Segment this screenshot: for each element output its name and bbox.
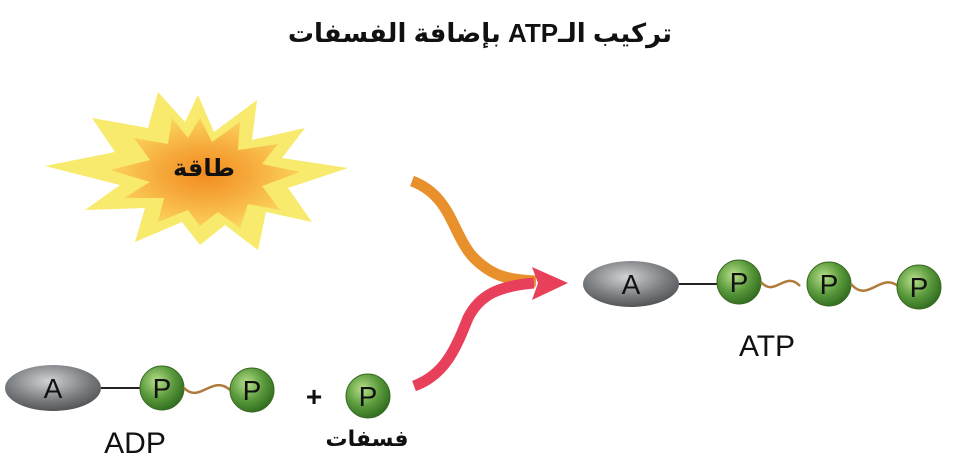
energy-label: طاقة — [173, 155, 235, 182]
adp-phosphate-1-label: P — [153, 373, 172, 404]
adp-phosphate-2 — [229, 367, 275, 413]
atp-adenosine — [583, 261, 679, 307]
atp-phosphate-3-label: P — [910, 272, 929, 303]
atp-adenosine-label: A — [622, 269, 641, 300]
free-phosphate-circle — [345, 373, 391, 419]
adp-phosphate-2-label: P — [243, 375, 262, 406]
arrowhead-icon — [532, 267, 568, 300]
atp-molecule: A P P P ATP — [583, 259, 942, 363]
atp-caption: ATP — [739, 330, 795, 363]
adp-high-energy-bond — [183, 383, 231, 395]
adp-adenosine — [5, 365, 101, 411]
diagram-title: تركيب الـATP بإضافة الفسفات — [287, 18, 673, 48]
adp-caption: ADP — [104, 427, 166, 460]
plus-sign: + — [306, 381, 322, 412]
atp-high-energy-bond-1 — [760, 279, 801, 289]
atp-high-energy-bond-2 — [850, 281, 899, 292]
free-phosphate-label: P — [359, 381, 378, 412]
starburst-inner-icon — [110, 118, 300, 228]
energy-starburst: طاقة — [45, 92, 348, 250]
free-phosphate: P فسفات — [326, 373, 409, 451]
energy-arrow — [409, 175, 537, 287]
adp-molecule: A P P ADP — [5, 365, 275, 460]
adp-adenosine-label: A — [44, 373, 63, 404]
phosphate-caption: فسفات — [326, 426, 409, 451]
atp-phosphate-1-label: P — [730, 267, 749, 298]
atp-phosphate-3 — [896, 264, 942, 310]
phosphate-arrow — [411, 277, 535, 392]
atp-phosphate-2-label: P — [820, 269, 839, 300]
